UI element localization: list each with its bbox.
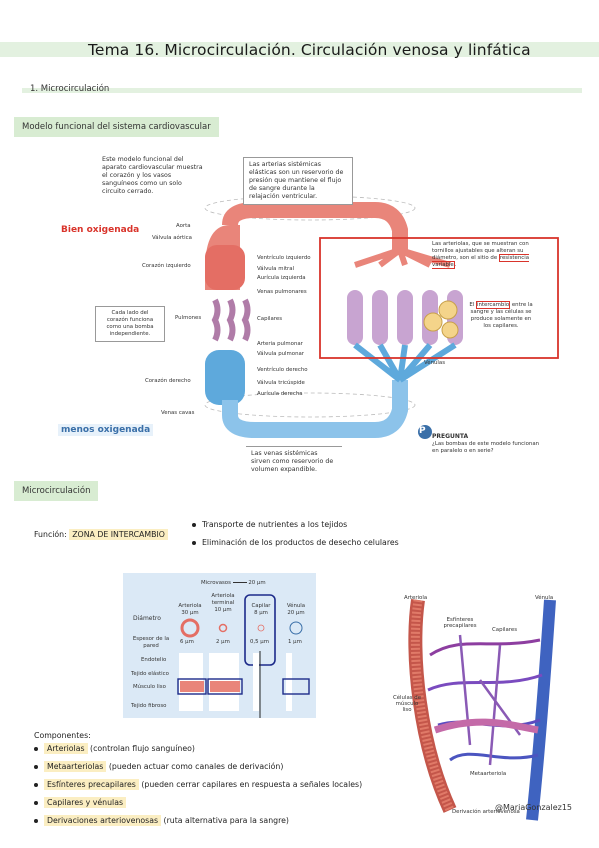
- network-svg: [408, 598, 556, 821]
- bien-oxigenada-label: Bien oxigenada: [58, 224, 143, 236]
- row-label-fibroso: Tejido fibroso: [131, 703, 167, 709]
- intercambio-text: El: [469, 302, 476, 308]
- wall-venula: 1 µm: [288, 639, 302, 645]
- menos-oxigenada-label: menos oxigenada: [58, 424, 154, 436]
- row-label-espesor: Espesor de la pared: [132, 636, 170, 649]
- arteriolas-note: Las arteriolas, que se muestran con torn…: [432, 241, 537, 269]
- list-item: Eliminación de los productos de desecho …: [192, 534, 399, 552]
- label-venas-cavas: Venas cavas: [161, 410, 195, 416]
- microvessel-table: Microvasos 20 µm Diámetro Espesor de la …: [123, 573, 316, 718]
- label-corazon-izquierdo: Corazón izquierdo: [142, 263, 191, 269]
- intercambio-end: entre la sangre y las células se produce…: [470, 302, 533, 329]
- diagram-intro-text: Este modelo funcional del aparato cardio…: [102, 156, 203, 195]
- componentes-title: Componentes:: [34, 731, 91, 740]
- lung-capillaries: [211, 298, 251, 342]
- cada-lado-infobox: Cada lado del corazón funciona como una …: [95, 306, 165, 342]
- subsection-model: Modelo funcional del sistema cardiovascu…: [14, 117, 219, 137]
- funcion-value: ZONA DE INTERCAMBIO: [69, 529, 168, 540]
- label-derivacion: Derivación arteriovenosa: [452, 809, 520, 815]
- label-valvula-aortica: Válvula aórtica: [152, 235, 192, 241]
- label-auricula-izquierda: Aurícula izquierda: [257, 275, 306, 281]
- wall-arteriola-terminal: 2 µm: [216, 639, 230, 645]
- label-arteriola: Arteriola: [404, 595, 428, 601]
- title-band: [0, 42, 599, 57]
- label-pulmones: Pulmones: [175, 315, 202, 321]
- list-item: Transporte de nutrientes a los tejidos: [192, 516, 399, 534]
- list-item: Arteriolas (controlan flujo sanguíneo): [34, 740, 362, 758]
- componentes-list: Arteriolas (controlan flujo sanguíneo) M…: [34, 740, 362, 830]
- pregunta-title: PREGUNTA: [432, 433, 469, 440]
- list-item: Derivaciones arteriovenosas (ruta altern…: [34, 812, 362, 830]
- resistencia-variable-highlight: resistencia variable: [432, 254, 530, 269]
- arteries-infobox: Las arterias sistémicas elásticas son un…: [243, 157, 353, 205]
- list-item: Esfínteres precapilares (pueden cerrar c…: [34, 776, 362, 794]
- label-aorta: Aorta: [176, 223, 191, 229]
- label-capilares: Capilares: [257, 316, 283, 322]
- label-valvula-tricuspide: Válvula tricúspide: [257, 380, 305, 386]
- capillary-network-diagram: Arteriola Vénula Esfínteres precapilares…: [390, 595, 573, 825]
- row-label-elastico: Tejido elástico: [131, 671, 169, 677]
- list-item: Metaarteriolas (pueden actuar como canal…: [34, 758, 362, 776]
- page-title: Tema 16. Microcirculación. Circulación v…: [88, 41, 531, 59]
- label-celulas-musculo: Células de músculo liso: [392, 695, 422, 713]
- intercambio-highlight: intercambio: [475, 301, 511, 309]
- row-label-diametro: Diámetro: [133, 615, 161, 622]
- funcion-label: Función:: [34, 530, 67, 539]
- label-metaarteriola: Metaarteriola: [470, 771, 507, 777]
- label-venula: Vénula: [535, 595, 554, 601]
- subsection-microcirculacion: Microcirculación: [14, 481, 99, 501]
- row-label-endotelio: Endotelio: [141, 657, 167, 663]
- label-venulas: Vénulas: [424, 360, 446, 366]
- table-graphics: [177, 594, 310, 718]
- funcion-line: Función: ZONA DE INTERCAMBIO: [34, 529, 168, 540]
- row-label-musculo: Músculo liso: [133, 684, 166, 690]
- label-ventriculo-izquierdo: Ventrículo izquierdo: [257, 255, 311, 261]
- label-ventriculo-derecho: Ventrículo derecho: [257, 367, 308, 373]
- wall-capilar: 0,5 µm: [250, 639, 269, 645]
- label-valvula-mitral: Válvula mitral: [257, 266, 295, 272]
- list-item: Capilares y vénulas: [34, 794, 362, 812]
- red-highlight-box: [319, 237, 559, 359]
- label-capilares-2: Capilares: [492, 627, 518, 633]
- funciones-list: Transporte de nutrientes a los tejidos E…: [192, 516, 399, 552]
- section-underline: [22, 88, 582, 93]
- label-esfinteres: Esfínteres precapilares: [443, 617, 477, 629]
- circuit-svg: [204, 195, 559, 439]
- label-arteria-pulmonar: Arteria pulmonar: [257, 341, 303, 347]
- label-valvula-pulmonar: Válvula pulmonar: [257, 351, 305, 357]
- label-venas-pulmonares: Venas pulmonares: [257, 289, 307, 295]
- arteriolas-end: .: [454, 262, 457, 268]
- pregunta-icon: P: [419, 426, 426, 436]
- pregunta-text: ¿Las bombas de este modelo funcionan en …: [432, 441, 540, 454]
- intercambio-note: El intercambio entre la sangre y las cél…: [468, 301, 534, 330]
- section-heading: 1. Microcirculación: [30, 84, 110, 94]
- label-auricula-derecha: Aurícula derecha: [257, 391, 303, 397]
- cardiovascular-model-diagram: [55, 150, 565, 480]
- arteriolas-text: Las arteriolas, que se muestran con torn…: [432, 241, 529, 261]
- watermark: @MariaGonzalez15: [495, 803, 573, 812]
- wall-arteriola: 6 µm: [180, 639, 194, 645]
- label-corazon-derecho: Corazón derecho: [145, 378, 191, 384]
- scale-label: Microvasos 20 µm: [201, 580, 266, 586]
- venas-infobox: Las venas sistémicas sirven como reservo…: [246, 446, 342, 477]
